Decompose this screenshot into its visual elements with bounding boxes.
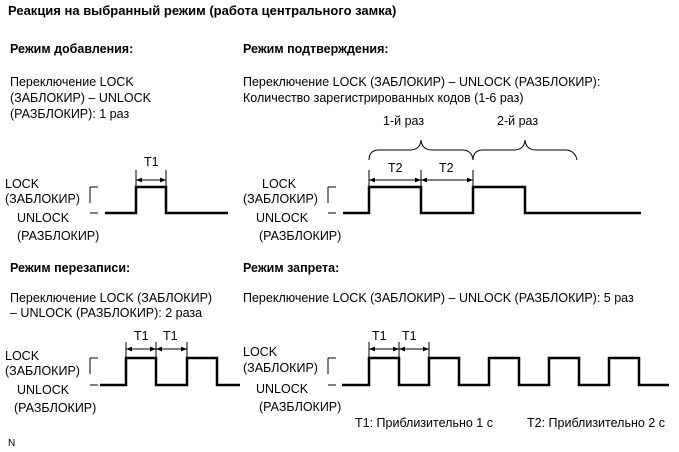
confirm-t2-label-1: T2 (388, 161, 403, 175)
rewrite-waveform (100, 356, 240, 387)
rewrite-t1-label-1: T1 (134, 329, 149, 343)
confirm-waveform (343, 185, 641, 215)
add-mode-heading: Режим добавления: (10, 42, 134, 56)
prohibit-mode-diagram: LOCK (ЗАБЛОКИР) UNLOCK (РАЗБЛОКИР) T1 T1 (243, 329, 669, 414)
confirm-mode-diagram: LOCK (ЗАБЛОКИР) UNLOCK (РАЗБЛОКИР) 1-й р… (243, 114, 641, 243)
rewrite-lock-label-1: LOCK (5, 349, 40, 363)
rewrite-mode-desc-line-1: Переключение LOCK (ЗАБЛОКИР) (10, 291, 213, 305)
note-t1: T1: Приблизительно 1 с (355, 416, 493, 430)
corner-mark: N (8, 438, 16, 449)
rewrite-mode-desc-line-2: – UNLOCK (РАЗБЛОКИР): 2 раза (10, 306, 203, 320)
prohibit-mode-desc-line-1: Переключение LOCK (ЗАБЛОКИР) – UNLOCK (Р… (243, 291, 634, 305)
page-title: Реакция на выбранный режим (работа центр… (8, 3, 397, 18)
add-lock-label-2: (ЗАБЛОКИР) (5, 192, 80, 206)
confirm-unlock-label-1: UNLOCK (256, 211, 309, 225)
confirm-mode-desc-line-1: Переключение LOCK (ЗАБЛОКИР) – UNLOCK (Р… (243, 75, 601, 89)
rewrite-mode-diagram: LOCK (ЗАБЛОКИР) UNLOCK (РАЗБЛОКИР) T1 T1 (5, 329, 240, 415)
confirm-mode-heading: Режим подтверждения: (243, 42, 389, 56)
rewrite-t1-label-2: T1 (163, 329, 178, 343)
add-lock-label-1: LOCK (5, 177, 40, 191)
rewrite-mode-heading: Режим перезаписи: (10, 261, 131, 275)
add-unlock-label-1: UNLOCK (17, 211, 70, 225)
confirm-unlock-label-2: (РАЗБЛОКИР) (259, 229, 341, 243)
rewrite-unlock-label-2: (РАЗБЛОКИР) (14, 401, 96, 415)
prohibit-t1-label-1: T1 (372, 329, 387, 343)
add-t1-label: T1 (144, 155, 159, 169)
rewrite-lock-label-2: (ЗАБЛОКИР) (5, 364, 80, 378)
prohibit-unlock-label-2: (РАЗБЛОКИР) (259, 400, 341, 414)
prohibit-lock-label-2: (ЗАБЛОКИР) (243, 361, 318, 375)
confirm-group-label-2: 2-й раз (497, 114, 538, 128)
add-mode-desc-line-2: (ЗАБЛОКИР) – UNLOCK (10, 91, 151, 105)
confirm-brace-2 (472, 139, 578, 161)
add-mode-diagram: LOCK (ЗАБЛОКИР) UNLOCK (РАЗБЛОКИР) T1 (5, 155, 228, 243)
confirm-mode-desc-line-2: Количество зарегистрированных кодов (1-6… (243, 91, 524, 105)
note-t2: T2: Приблизительно 2 с (527, 416, 665, 430)
prohibit-lock-label-1: LOCK (243, 345, 278, 359)
add-mode-desc-line-1: Переключение LOCK (10, 75, 134, 89)
prohibit-mode-heading: Режим запрета: (243, 261, 340, 275)
confirm-lock-label-2: (ЗАБЛОКИР) (243, 192, 318, 206)
confirm-brace-1 (368, 139, 474, 161)
prohibit-waveform (342, 356, 669, 387)
add-mode-desc-line-3: (РАЗБЛОКИР): 1 раз (10, 107, 130, 121)
prohibit-t1-label-2: T1 (402, 329, 417, 343)
confirm-group-label-1: 1-й раз (383, 114, 424, 128)
add-waveform (105, 185, 228, 215)
prohibit-unlock-label-1: UNLOCK (256, 382, 309, 396)
confirm-lock-label-1: LOCK (262, 177, 297, 191)
rewrite-unlock-label-1: UNLOCK (17, 383, 70, 397)
confirm-t2-label-2: T2 (439, 161, 454, 175)
add-unlock-label-2: (РАЗБЛОКИР) (17, 229, 99, 243)
